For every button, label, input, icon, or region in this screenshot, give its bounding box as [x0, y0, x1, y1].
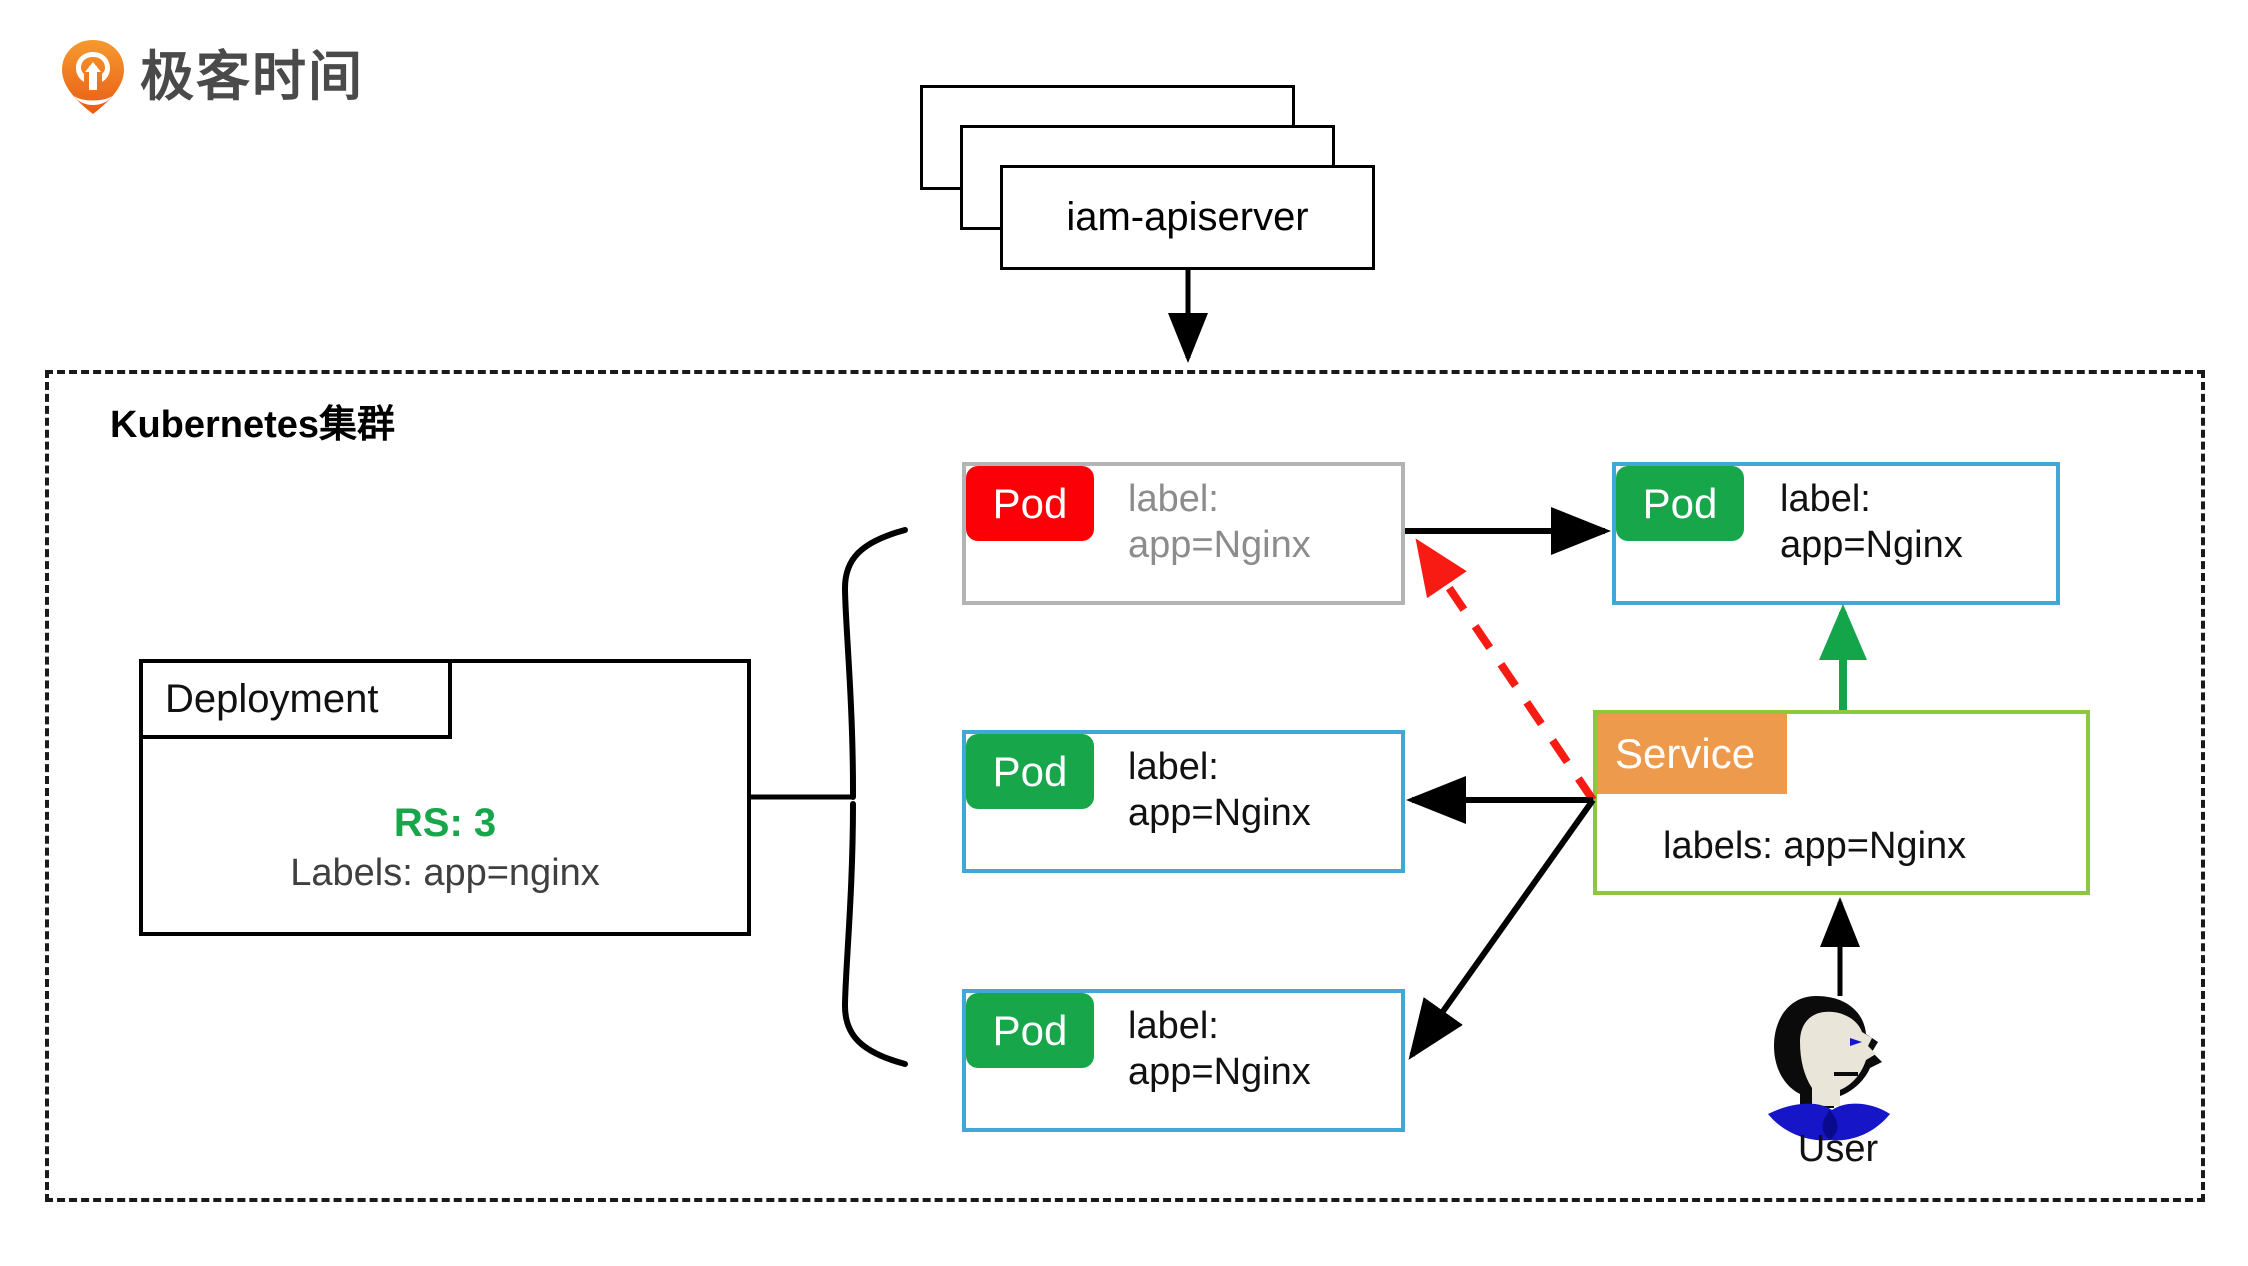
apiserver-label: iam-apiserver	[1066, 195, 1309, 239]
pod-badge-running-2: Pod	[966, 993, 1094, 1068]
deployment-labels: Labels: app=nginx	[290, 852, 600, 895]
user-label: User	[1797, 1128, 1879, 1170]
pod-badge-running-1: Pod	[966, 734, 1094, 809]
deployment-title: Deployment	[165, 676, 379, 721]
kubernetes-cluster-container	[45, 370, 2205, 1202]
pod-label-running-1: label: app=Nginx	[1128, 746, 1311, 835]
pod-badge-failed: Pod	[966, 466, 1094, 541]
brand-logo: 极客时间	[60, 38, 364, 116]
pod-badge-new: Pod	[1616, 466, 1744, 541]
pod-label-failed: label: app=Nginx	[1128, 478, 1311, 567]
pod-label-running-2: label: app=Nginx	[1128, 1005, 1311, 1094]
service-badge: Service	[1597, 714, 1787, 794]
geektime-pin-logo-icon	[62, 40, 124, 114]
brand-name: 极客时间	[140, 47, 364, 107]
deployment-title-tab: Deployment	[139, 659, 452, 739]
pod-label-new: label: app=Nginx	[1780, 478, 1963, 567]
cluster-title: Kubernetes集群	[110, 404, 396, 446]
deployment-replicas: RS: 3	[393, 801, 497, 845]
service-labels: labels: app=Nginx	[1663, 825, 1967, 867]
apiserver-stack-box-front	[1000, 165, 1375, 270]
deployment-body: RS: 3 Labels: app=nginx	[139, 798, 751, 898]
